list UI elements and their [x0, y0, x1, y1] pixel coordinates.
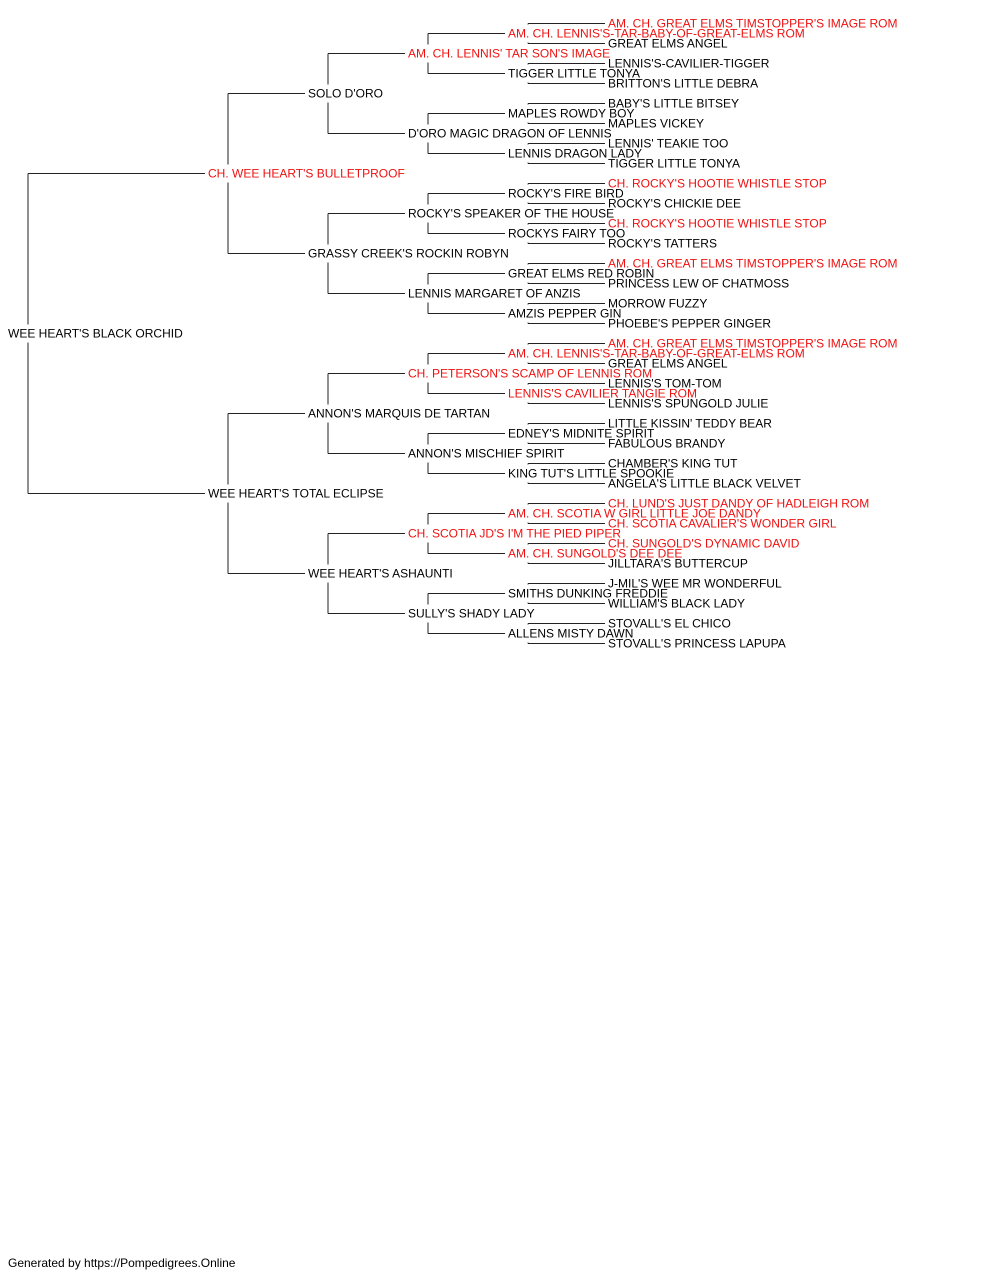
dog-name: TIGGER LITTLE TONYA [508, 67, 640, 81]
dog-name: AMZIS PEPPER GIN [508, 307, 621, 321]
dog-name: ANNON'S MARQUIS DE TARTAN [308, 407, 490, 421]
dog-name: CHAMBER'S KING TUT [608, 457, 738, 471]
dog-name: PRINCESS LEW OF CHATMOSS [608, 277, 789, 291]
dog-name: CH. PETERSON'S SCAMP OF LENNIS ROM [408, 367, 652, 381]
dog-name: STOVALL'S PRINCESS LAPUPA [608, 637, 786, 651]
dog-name: MAPLES VICKEY [608, 117, 704, 131]
dog-name: CH. ROCKY'S HOOTIE WHISTLE STOP [608, 217, 827, 231]
dog-name: LENNIS' TEAKIE TOO [608, 137, 728, 151]
dog-name: LITTLE KISSIN' TEDDY BEAR [608, 417, 772, 431]
dog-name: SOLO D'ORO [308, 87, 383, 101]
dog-name: LENNIS'S SPUNGOLD JULIE [608, 397, 768, 411]
dog-name: AM. CH. LENNIS'S-TAR-BABY-OF-GREAT-ELMS … [508, 27, 805, 41]
generated-by-footer: Generated by https://Pompedigrees.Online [8, 1256, 236, 1270]
dog-name: LENNIS'S CAVILIER TANGIE ROM [508, 387, 697, 401]
dog-name: SULLY'S SHADY LADY [408, 607, 535, 621]
dog-name: PHOEBE'S PEPPER GINGER [608, 317, 771, 331]
dog-name: WEE HEART'S ASHAUNTI [308, 567, 453, 581]
dog-name: D'ORO MAGIC DRAGON OF LENNIS [408, 127, 612, 141]
dog-name: AM. CH. LENNIS' TAR SON'S IMAGE [408, 47, 610, 61]
dog-name: JILLTARA'S BUTTERCUP [608, 557, 748, 571]
dog-name: STOVALL'S EL CHICO [608, 617, 731, 631]
dog-name: ROCKY'S TATTERS [608, 237, 717, 251]
dog-name: ROCKY'S CHICKIE DEE [608, 197, 741, 211]
dog-name: CH. SCOTIA CAVALIER'S WONDER GIRL [608, 517, 837, 531]
dog-name: MORROW FUZZY [608, 297, 707, 311]
dog-name: AM. CH. GREAT ELMS TIMSTOPPER'S IMAGE RO… [608, 257, 897, 271]
dog-name: LENNIS MARGARET OF ANZIS [408, 287, 580, 301]
dog-name: WEE HEART'S BLACK ORCHID [8, 327, 183, 341]
dog-name: AM. CH. GREAT ELMS TIMSTOPPER'S IMAGE RO… [608, 17, 897, 31]
dog-name: CH. SCOTIA JD'S I'M THE PIED PIPER [408, 527, 621, 541]
dog-name: MAPLES ROWDY BOY [508, 107, 634, 121]
dog-name: CH. ROCKY'S HOOTIE WHISTLE STOP [608, 177, 827, 191]
dog-name: AM. CH. SUNGOLD'S DEE DEE [508, 547, 682, 561]
dog-name: ROCKY'S SPEAKER OF THE HOUSE [408, 207, 614, 221]
dog-name: TIGGER LITTLE TONYA [608, 157, 740, 171]
dog-name: LENNIS'S-CAVILIER-TIGGER [608, 57, 770, 71]
dog-name: ROCKYS FAIRY TOO [508, 227, 625, 241]
dog-name: ANNON'S MISCHIEF SPIRIT [408, 447, 565, 461]
dog-name: ANGELA'S LITTLE BLACK VELVET [608, 477, 801, 491]
dog-name: WEE HEART'S TOTAL ECLIPSE [208, 487, 384, 501]
dog-name: WILLIAM'S BLACK LADY [608, 597, 745, 611]
dog-name: LENNIS DRAGON LADY [508, 147, 642, 161]
dog-name: SMITHS DUNKING FREDDIE [508, 587, 668, 601]
dog-name: KING TUT'S LITTLE SPOOKIE [508, 467, 674, 481]
dog-name: AM. CH. GREAT ELMS TIMSTOPPER'S IMAGE RO… [608, 337, 897, 351]
dog-name: GREAT ELMS RED ROBIN [508, 267, 654, 281]
dog-name: AM. CH. LENNIS'S-TAR-BABY-OF-GREAT-ELMS … [508, 347, 805, 361]
dog-name: GREAT ELMS ANGEL [608, 357, 728, 371]
dog-name: AM. CH. SCOTIA W GIRL LITTLE JOE DANDY [508, 507, 761, 521]
dog-name: GRASSY CREEK'S ROCKIN ROBYN [308, 247, 509, 261]
dog-name: LENNIS'S TOM-TOM [608, 377, 722, 391]
dog-name: GREAT ELMS ANGEL [608, 37, 728, 51]
dog-name: CH. LUND'S JUST DANDY OF HADLEIGH ROM [608, 497, 869, 511]
dog-name: CH. SUNGOLD'S DYNAMIC DAVID [608, 537, 800, 551]
dog-name: ALLENS MISTY DAWN [508, 627, 633, 641]
dog-name: BABY'S LITTLE BITSEY [608, 97, 739, 111]
dog-name: J-MIL'S WEE MR WONDERFUL [608, 577, 782, 591]
dog-name: CH. WEE HEART'S BULLETPROOF [208, 167, 405, 181]
dog-name: ROCKY'S FIRE BIRD [508, 187, 624, 201]
dog-name: EDNEY'S MIDNITE SPIRIT [508, 427, 655, 441]
dog-name: BRITTON'S LITTLE DEBRA [608, 77, 758, 91]
dog-name: FABULOUS BRANDY [608, 437, 725, 451]
